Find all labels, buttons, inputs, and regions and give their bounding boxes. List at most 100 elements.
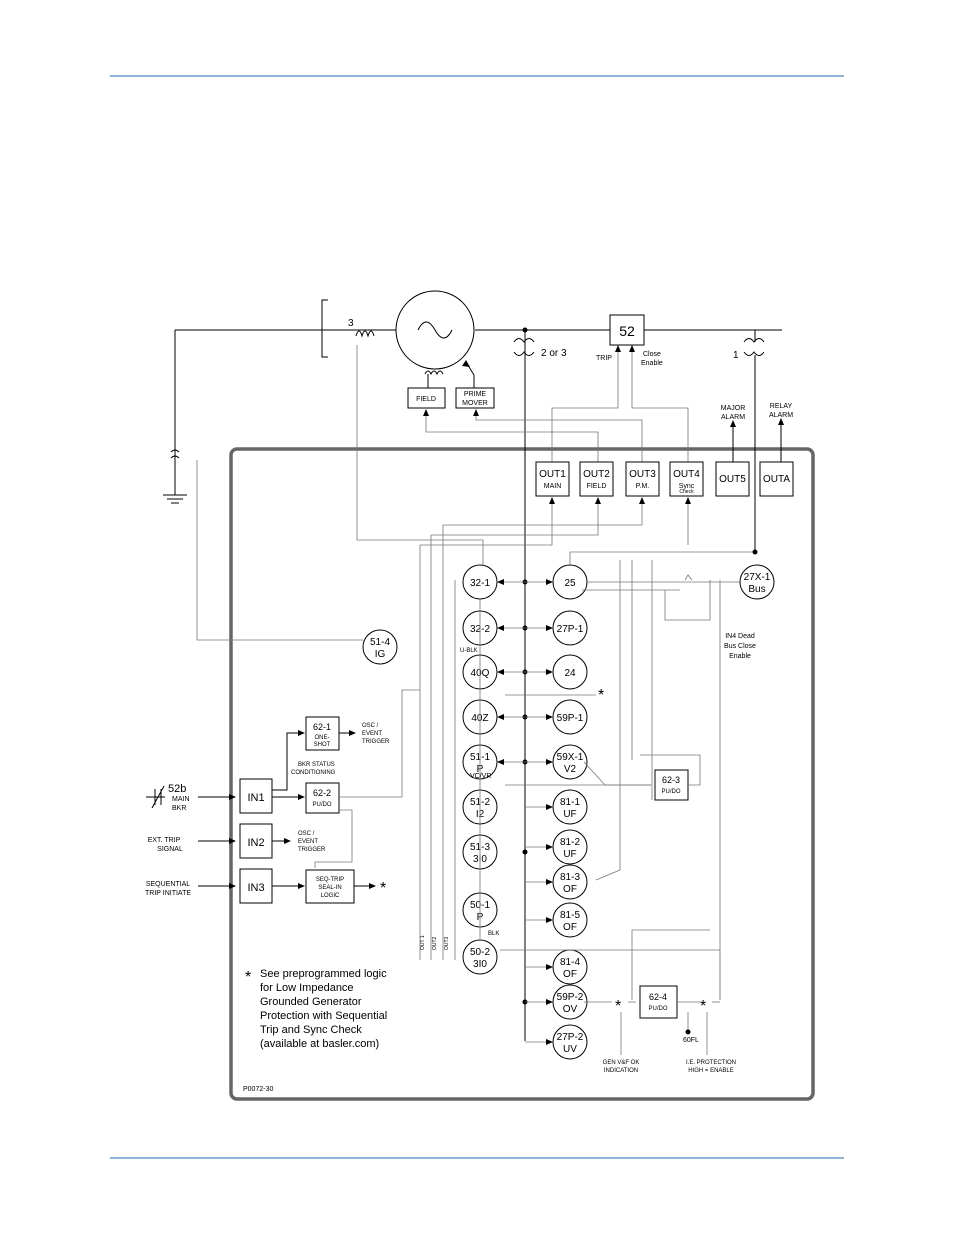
svg-text:MOVER: MOVER: [462, 400, 488, 407]
block-62-2: [305, 782, 340, 814]
svg-text:SEQUENTIAL: SEQUENTIAL: [146, 881, 190, 888]
relay-quantity: UV: [563, 1044, 577, 1055]
relay-quantity: OF: [563, 969, 577, 980]
output-sublabel: P.M.: [636, 483, 650, 490]
relay-quantity: Bus: [748, 584, 765, 595]
relay-quantity: 3I0: [473, 959, 487, 970]
input-in3: [239, 868, 273, 904]
svg-text:IN4 Dead: IN4 Dead: [725, 633, 755, 640]
output-label: OUT5: [719, 474, 746, 485]
output-label: OUT1: [539, 469, 566, 480]
svg-text:*: *: [380, 880, 386, 897]
bus-arrow: [546, 999, 553, 1005]
svg-text:TRIP INITIATE: TRIP INITIATE: [145, 890, 191, 897]
relay-59p-2: 59P-2OV: [552, 984, 588, 1020]
svg-text:IN1: IN1: [247, 792, 264, 804]
svg-text:Bus Close: Bus Close: [724, 643, 756, 650]
relay-function: 32-1: [470, 578, 490, 589]
bus-arrow: [546, 759, 553, 765]
svg-text:IN2: IN2: [247, 837, 264, 849]
relay-81-1: 81-1UF: [552, 789, 588, 825]
relay-quantity: OF: [563, 884, 577, 895]
block-seq-trip: [305, 869, 355, 904]
bus-arrow: [546, 1039, 553, 1045]
input-in1: [239, 778, 273, 814]
svg-text:60FL: 60FL: [683, 1037, 699, 1044]
output-wiring: [196, 345, 689, 641]
svg-text:SHOT: SHOT: [314, 742, 331, 748]
svg-text:*: *: [615, 998, 621, 1015]
svg-text:3: 3: [348, 318, 354, 329]
relay-function: 59P-1: [557, 713, 584, 724]
relay-function: 25: [564, 578, 576, 589]
svg-text:Trip and Sync Check: Trip and Sync Check: [260, 1024, 362, 1036]
relay-quantity: OF: [563, 922, 577, 933]
output-out5: OUT5: [715, 461, 750, 497]
svg-text:EVENT: EVENT: [362, 731, 382, 737]
svg-text:See preprogrammed logic: See preprogrammed logic: [260, 968, 387, 980]
output-sublabel: Sync: [679, 483, 695, 490]
relay-function: 81-2: [560, 837, 580, 848]
relay-function: 81-5: [560, 910, 580, 921]
output-label: OUT4: [673, 469, 700, 480]
bus-arrow: [497, 625, 504, 631]
svg-text:PU/DO: PU/DO: [648, 1006, 667, 1012]
svg-text:P0072-30: P0072-30: [243, 1086, 273, 1093]
footer-rule: [110, 1157, 844, 1159]
relay-function: 50-2: [470, 947, 490, 958]
block-62-4: [639, 985, 678, 1019]
svg-text:(available at basler.com): (available at basler.com): [260, 1038, 379, 1050]
svg-text:62-3: 62-3: [662, 775, 680, 785]
input-logic: IN1 IN2 IN3 52b MAIN BKR EXT. TRIP SIGNA…: [145, 633, 756, 1093]
bus-arrow: [497, 669, 504, 675]
bus-arrow: [546, 669, 553, 675]
svg-text:CONDITIONING: CONDITIONING: [291, 770, 336, 776]
svg-text:Grounded Generator: Grounded Generator: [260, 996, 362, 1008]
relay-32-1: 32-1: [462, 564, 498, 600]
svg-text:MAIN: MAIN: [172, 796, 190, 803]
relay-quantity: IG: [375, 649, 386, 660]
relay-81-4: 81-4OF: [552, 949, 588, 985]
bus-arrow: [546, 579, 553, 585]
relay-27p-2: 27P-2UV: [552, 1024, 588, 1060]
bus-arrow: [546, 714, 553, 720]
svg-text:LOGIC: LOGIC: [321, 893, 340, 899]
relay-quantity: UF: [563, 809, 576, 820]
svg-text:ALARM: ALARM: [721, 414, 745, 421]
relay-24: 24: [552, 654, 588, 690]
input-in2: [239, 823, 273, 859]
svg-text:TRIGGER: TRIGGER: [298, 847, 326, 853]
svg-text:OUT 1: OUT 1: [420, 935, 426, 950]
relay-function: 27P-2: [557, 1032, 584, 1043]
output-sublabel-2: Check: [679, 489, 694, 495]
svg-text:for Low Impedance: for Low Impedance: [260, 982, 354, 994]
svg-text:EXT. TRIP: EXT. TRIP: [148, 837, 181, 844]
svg-text:PU/DO: PU/DO: [661, 789, 680, 795]
svg-text:62-1: 62-1: [313, 722, 331, 732]
svg-text:*: *: [598, 687, 604, 704]
bus-arrow: [546, 964, 553, 970]
svg-text:SEQ-TRIP: SEQ-TRIP: [316, 877, 344, 883]
svg-text:OUT2: OUT2: [432, 936, 438, 950]
svg-text:OSC /: OSC /: [298, 831, 315, 837]
relay-81-3: 81-3OF: [552, 864, 588, 900]
svg-text:IN3: IN3: [247, 882, 264, 894]
svg-text:1: 1: [733, 350, 739, 361]
svg-text:62-4: 62-4: [649, 992, 667, 1002]
header-rule: [110, 75, 844, 77]
relay-81-5: 81-5OF: [552, 902, 588, 938]
relay-quantity: UF: [563, 849, 576, 860]
output-label: OUT2: [583, 469, 610, 480]
bus-arrow: [546, 879, 553, 885]
svg-text:*: *: [245, 969, 251, 986]
relay-quantity: V2: [564, 764, 577, 775]
output-outa: OUTA: [759, 461, 794, 497]
svg-text:GEN V&F OK: GEN V&F OK: [603, 1060, 640, 1066]
svg-text:SEAL-IN: SEAL-IN: [318, 885, 341, 891]
relay-enclosure: [229, 447, 815, 1101]
